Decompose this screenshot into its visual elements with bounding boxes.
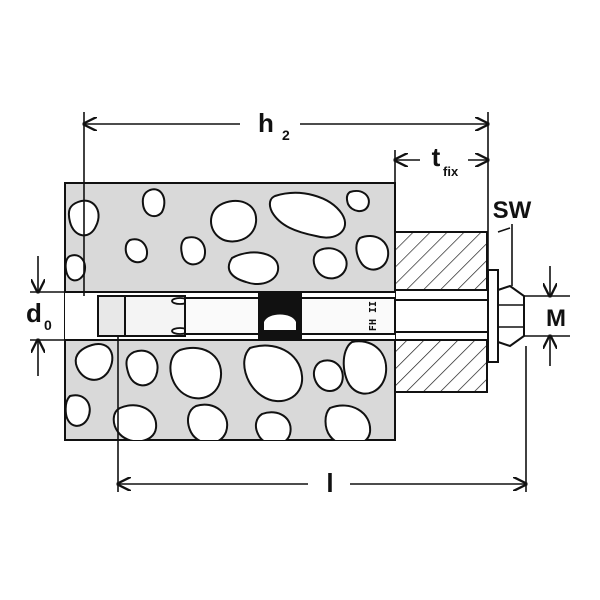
bolt-stamp: FH II	[368, 301, 379, 331]
hex-nut	[497, 284, 525, 348]
m-label: M	[546, 305, 566, 332]
tfix-label: t	[432, 142, 441, 172]
dimension-tfix: t fix	[395, 142, 488, 179]
l-label: l	[326, 468, 333, 498]
h2-subscript: 2	[282, 127, 290, 143]
sw-label: SW	[493, 197, 532, 224]
dimension-m: M	[546, 266, 566, 366]
h2-label: h	[258, 108, 274, 138]
aggregate-stones	[65, 188, 390, 440]
dimension-h2: h 2	[84, 108, 488, 143]
dimension-sw: SW	[493, 197, 532, 286]
washer	[487, 269, 499, 363]
tfix-subscript: fix	[443, 164, 459, 179]
anchor-bolt: FH II	[97, 269, 525, 363]
fixture-plate	[394, 231, 488, 393]
dimension-d0: d 0	[26, 256, 52, 376]
d0-label: d	[26, 298, 42, 328]
d0-subscript: 0	[44, 317, 52, 333]
dimension-l: l	[118, 468, 526, 498]
